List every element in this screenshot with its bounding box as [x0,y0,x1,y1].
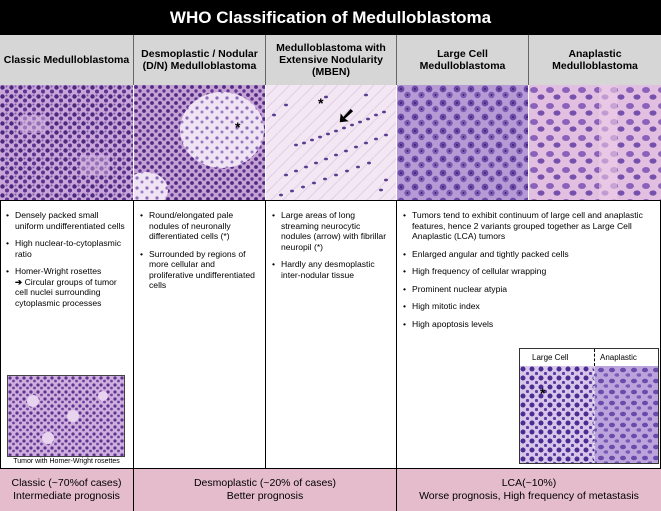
body-lca: Tumors tend to exhibit continuum of larg… [396,200,661,468]
lca-inset-header: Large Cell Anaplastic [520,349,658,366]
histology-large-cell-image [397,85,528,200]
bullet-lca-5: High mitotic index [403,301,655,312]
rosette-inset-caption: Tumor with Homer-Wright rosettes [13,458,120,465]
figure-title: WHO Classification of Medulloblastoma [0,0,661,35]
bullet-mben-2: Hardly any desmoplastic inter-nodular ti… [272,259,390,280]
bullet-lca-2: Enlarged angular and tightly packed cell… [403,249,655,260]
bullet-classic-3: Homer-Wright rosettes➔ Circular groups o… [6,266,127,308]
rosette-label: Homer-Wright rosettes [15,266,102,276]
header-large-cell: Large Cell Medulloblastoma [396,35,528,85]
bullet-lca-6: High apoptosis levels [403,319,655,330]
arrow-right-icon: ➔ [15,276,23,287]
bullet-desmoplastic-2: Surrounded by regions of more cellular a… [140,249,259,291]
lca-star-marker: * [540,385,546,401]
bullet-lca-4: Prominent nuclear atypia [403,284,655,295]
footer-classic: Classic (~70%of cases) Intermediate prog… [0,468,133,511]
histology-anaplastic [528,85,661,200]
body-desmoplastic: Round/elongated pale nodules of neuronal… [133,200,265,468]
header-mben: Medulloblastoma with Extensive Nodularit… [265,35,396,85]
histology-mben-image [266,85,396,200]
body-mben: Large areas of long streaming neurocytic… [265,200,396,468]
footer-lca-line1: LCA(~10%) [501,477,557,489]
bullet-mben-1: Large areas of long streaming neurocytic… [272,210,390,252]
histology-desmoplastic: * [133,85,265,200]
nodule-arrow-icon: ➘ [334,106,360,126]
bullet-classic-2: High nuclear-to-cytoplasmic ratio [6,238,127,259]
footer-lca: LCA(~10%) Worse prognosis, High frequenc… [396,468,661,511]
footer-classic-line2: Intermediate prognosis [13,490,120,502]
histology-desmoplastic-image [134,85,265,200]
histology-anaplastic-image [529,85,661,200]
bullet-desmoplastic-1: Round/elongated pale nodules of neuronal… [140,210,259,242]
histology-mben: * ➘ [265,85,396,200]
rosette-inset-image [7,375,125,457]
footer-desmoplastic: Desmoplastic (~20% of cases) Better prog… [133,468,396,511]
lca-comparison-inset: Large Cell Anaplastic * [519,348,659,464]
large-cell-label: Large Cell [532,353,569,362]
nodule-star-marker: * [235,119,241,135]
histology-large-cell [396,85,528,200]
lca-inset-image [520,366,658,463]
bullet-classic-1: Densely packed small uniform undifferent… [6,210,127,231]
title-text: WHO Classification of Medulloblastoma [169,7,492,27]
bullet-lca-3: High frequency of cellular wrapping [403,266,655,277]
anaplastic-label: Anaplastic [600,353,637,362]
footer-desmoplastic-line2: Better prognosis [226,490,304,502]
footer-desmoplastic-line1: Desmoplastic (~20% of cases) [193,477,337,489]
rosette-note: Circular groups of tumor cell nuclei sur… [15,276,117,308]
header-anaplastic: Anaplastic Medulloblastoma [528,35,661,85]
header-desmoplastic: Desmoplastic / Nodular (D/N) Medulloblas… [133,35,265,85]
neuropil-star-marker: * [318,95,324,111]
histology-classic-image [0,85,133,200]
body-classic: Densely packed small uniform undifferent… [0,200,133,468]
rosette-inset-svg [8,376,124,456]
lca-header-divider [594,349,595,366]
histology-classic [0,85,133,200]
footer-classic-line1: Classic (~70%of cases) [11,477,122,489]
header-classic: Classic Medulloblastoma [0,35,133,85]
footer-lca-line2: Worse prognosis, High frequency of metas… [419,490,639,502]
bullet-lca-1: Tumors tend to exhibit continuum of larg… [403,210,655,242]
